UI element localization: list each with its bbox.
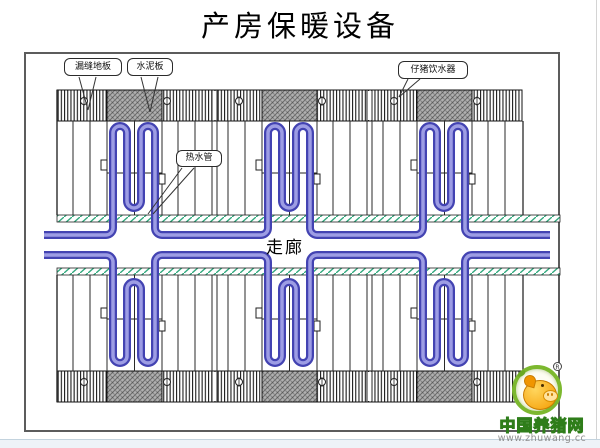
label-corridor: 走廊 [266,238,304,258]
slatted-floor-segment [471,89,523,122]
label-hot-water-pipe: 热水管 [176,150,222,167]
gate-latch [255,307,263,319]
floor-bands [56,89,523,403]
cement-board-segment [416,370,473,403]
slatted-floor-segment [316,370,368,403]
watermark-site-name: 中国养猪网 [499,415,585,435]
slatted-floor-segment [56,89,108,122]
gate-latch [158,320,166,332]
slatted-floor-segment [211,370,263,403]
gate-latch [255,159,263,171]
pen-gate-lines [100,159,476,332]
pig-logo-icon [512,365,562,415]
zhuwang-watermark: R 中国养猪网 www.zhuwang.cc [496,360,588,444]
slatted-floor-segment [161,370,213,403]
cement-board-segment [106,89,163,122]
pen-divider-lines [56,90,524,402]
slatted-floor-segment [56,370,108,403]
page-bottom-strip [0,439,600,448]
cement-board-segment [261,370,318,403]
page-right-edge [596,0,597,447]
gate-latch [313,173,321,185]
gate-latch [100,307,108,319]
slatted-floor-segment [366,370,418,403]
cement-board-segment [416,89,473,122]
slatted-floor-segment [366,89,418,122]
gate-latch [410,307,418,319]
label-slatted-floor: 漏缝地板 [64,58,122,76]
slatted-floor-segment [316,89,368,122]
gate-latch [410,159,418,171]
watermark-site-url: www.zhuwang.cc [497,433,587,444]
heating-pipes [44,121,550,368]
slatted-floor-segment [211,89,263,122]
label-cement-board: 水泥板 [127,58,173,76]
label-piglet-drinker: 仔猪饮水器 [398,61,468,79]
registered-trademark-icon: R [553,362,562,371]
callout-pointer-lines [78,76,421,215]
gate-latch [100,159,108,171]
cement-board-segment [261,89,318,122]
gate-latch [158,173,166,185]
gate-latch [468,320,476,332]
gate-latch [468,173,476,185]
slatted-floor-segment [161,89,213,122]
cement-board-segment [106,370,163,403]
gate-latch [313,320,321,332]
page-title: 产房保暖设备 [200,9,399,43]
